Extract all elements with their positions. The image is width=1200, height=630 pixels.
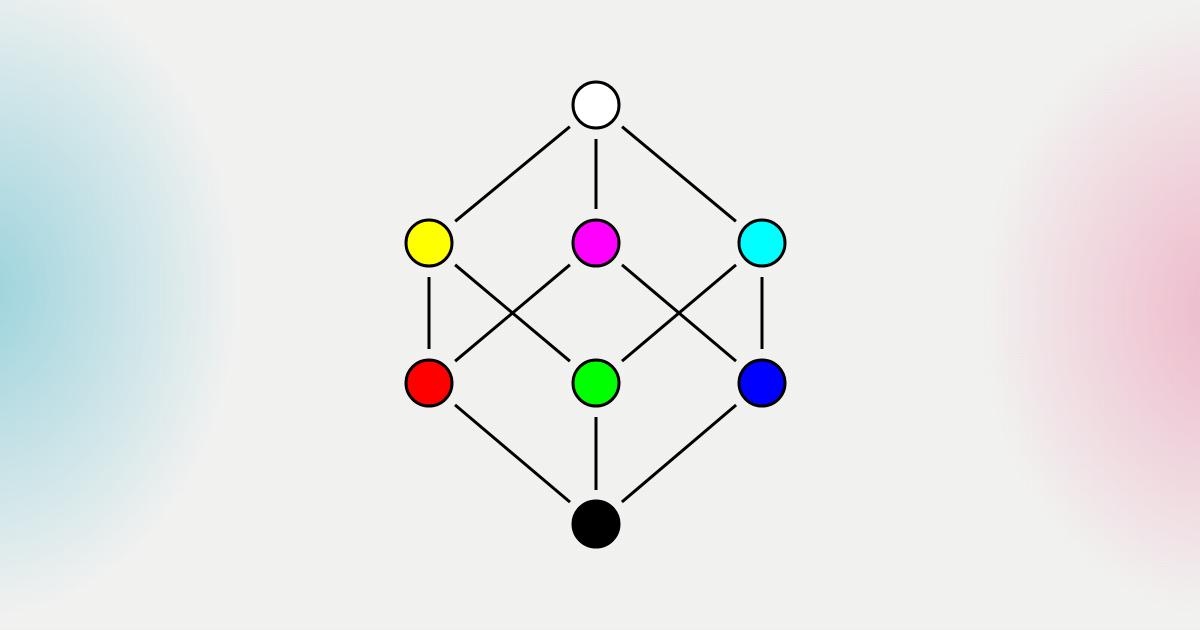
nodes-layer	[404, 80, 787, 549]
edge-blue-black	[620, 403, 738, 504]
node-red	[404, 358, 454, 408]
node-magenta	[571, 218, 621, 268]
node-black	[571, 499, 621, 549]
edge-red-black	[454, 403, 571, 504]
edges-layer	[427, 125, 764, 504]
edge-cyan-green	[621, 263, 737, 363]
node-cyan	[737, 218, 787, 268]
node-blue	[737, 358, 787, 408]
node-green	[571, 358, 621, 408]
edge-magenta-red	[454, 263, 571, 363]
edge-white-cyan	[621, 125, 737, 223]
edge-white-yellow	[454, 125, 571, 223]
node-yellow	[404, 218, 454, 268]
node-white	[571, 80, 621, 130]
